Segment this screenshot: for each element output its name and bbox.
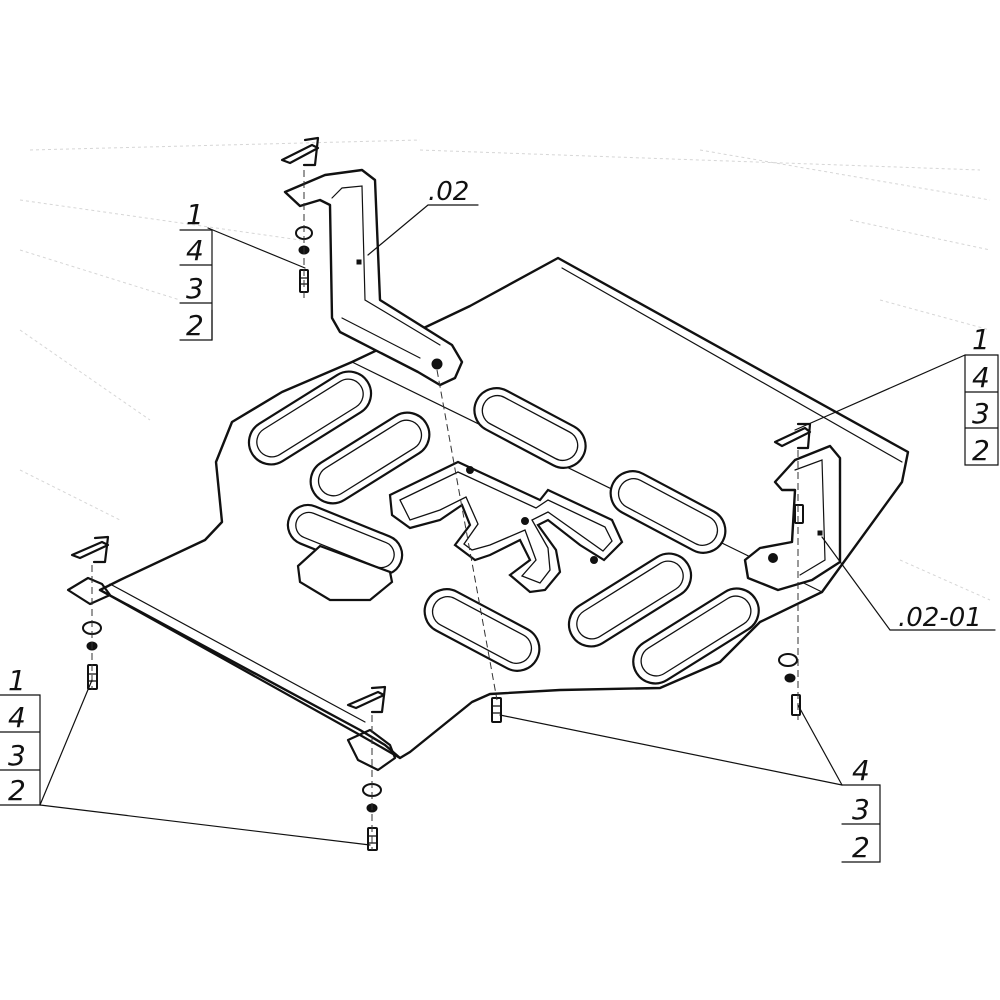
callout-number: 3 xyxy=(852,793,870,826)
plate-bend-edge xyxy=(561,267,903,463)
bracket-right-label: .02-01 xyxy=(898,603,982,633)
leader-lines xyxy=(39,204,996,846)
serpentine-stamping xyxy=(388,460,624,594)
right-mount-bracket xyxy=(743,444,842,592)
callout-number: 4 xyxy=(8,701,26,734)
slot xyxy=(632,587,760,685)
callout-number: 3 xyxy=(972,397,990,430)
callout-number: 1 xyxy=(8,664,26,697)
callout-stack-top-left: 1 4 3 2 xyxy=(179,198,213,342)
callout-number: 4 xyxy=(852,754,870,787)
access-hatch xyxy=(296,544,394,602)
slot xyxy=(423,588,541,672)
stamped-slots xyxy=(247,370,760,685)
fastener-top-left xyxy=(280,136,320,293)
left-mount-bracket xyxy=(283,168,464,387)
assembly-axis-lines xyxy=(91,170,799,850)
callout-number: 2 xyxy=(8,774,26,807)
callout-number: 3 xyxy=(8,739,26,772)
callout-number: 2 xyxy=(186,309,204,342)
slot xyxy=(473,387,587,469)
callout-stack-right: 1 4 3 2 xyxy=(964,323,999,467)
slot xyxy=(247,370,373,466)
plate-front-fold xyxy=(351,361,823,593)
callout-number: 1 xyxy=(186,198,204,231)
skid-plate xyxy=(98,256,910,760)
plate-side-flange xyxy=(109,583,366,723)
slot xyxy=(609,470,727,554)
callout-number: 2 xyxy=(852,831,870,864)
bracket-left-label: .02 xyxy=(428,177,469,207)
callout-number: 3 xyxy=(186,272,204,305)
callout-stack-bottom-left: 1 4 3 2 xyxy=(0,664,41,807)
fastener-bottom-left xyxy=(66,535,112,690)
fastener-center-bolt xyxy=(491,697,502,723)
callout-stack-bottom-right: 4 3 2 xyxy=(841,754,881,864)
callout-number: 1 xyxy=(972,323,990,356)
stamping-dimple xyxy=(590,556,598,564)
slot xyxy=(309,411,431,505)
stamping-dimple xyxy=(466,466,474,474)
stamping-dimple xyxy=(521,517,529,525)
slot xyxy=(567,552,693,648)
fastener-right xyxy=(773,422,812,716)
callout-number: 4 xyxy=(972,361,990,394)
callout-number: 4 xyxy=(186,234,204,267)
callout-number: 2 xyxy=(972,434,990,467)
background-ghost-lines xyxy=(19,139,991,601)
